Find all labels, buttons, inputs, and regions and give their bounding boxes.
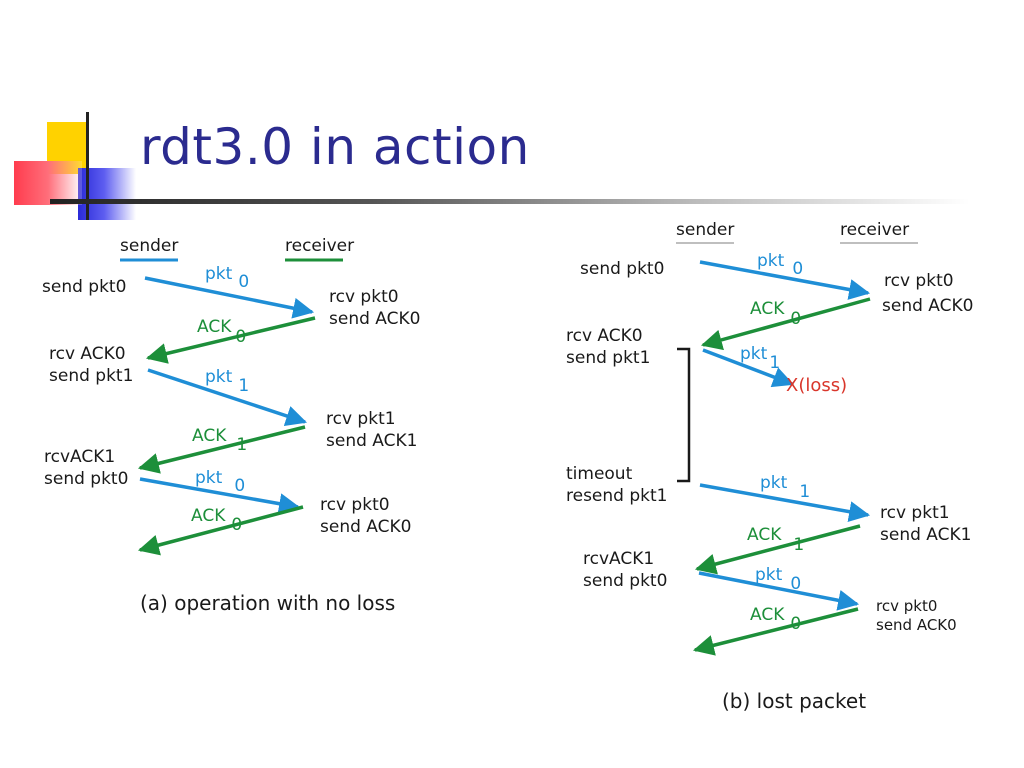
deco-vertical-line — [86, 112, 89, 220]
b-arrow-ack0 — [700, 297, 871, 351]
b-caption: (b) lost packet — [722, 689, 866, 713]
a-caption: (a) operation with no loss — [140, 591, 395, 615]
b-right-send-ack1: send ACK1 — [880, 525, 971, 545]
b-right-rcv-pkt0-2: rcv pkt0 — [876, 597, 937, 615]
a-right-rcv-pkt0-2: rcv pkt0 — [320, 495, 390, 515]
b-arrow-pkt0 — [699, 260, 871, 300]
a-right-send-ack1: send ACK1 — [326, 431, 417, 451]
a-right-send-ack0: send ACK0 — [329, 309, 420, 329]
b-left-send-pkt0-2: send pkt0 — [583, 571, 667, 591]
b-receiver-header: receiver — [840, 220, 909, 240]
b-arrow-ack0-2 — [692, 607, 859, 656]
a-left-rcv-ack0: rcv ACK0 — [49, 344, 126, 364]
a-sender-header: sender — [120, 236, 178, 256]
b-right-rcv-pkt0: rcv pkt0 — [884, 271, 954, 291]
b-left-send-pkt0: send pkt0 — [580, 259, 664, 279]
a-arrow-pkt0-2 — [139, 477, 301, 515]
b-arrow-pkt1-resend — [699, 483, 871, 523]
a-right-send-ack0-2: send ACK0 — [320, 517, 411, 537]
a-left-send-pkt0-2: send pkt0 — [44, 469, 128, 489]
a-left-send-pkt0: send pkt0 — [42, 277, 126, 297]
deco-red-square — [14, 161, 82, 205]
b-sender-header: sender — [676, 220, 734, 240]
a-arrow-ack0 — [145, 316, 316, 364]
a-arrow-ack0-2 — [137, 505, 304, 556]
b-left-rcv-ack0: rcv ACK0 — [566, 326, 643, 346]
b-arrow-pkt1-lost — [702, 348, 794, 388]
b-right-rcv-pkt1: rcv pkt1 — [880, 503, 950, 523]
a-arrow-pkt1 — [147, 368, 307, 427]
b-left-timeout: timeout — [566, 464, 633, 484]
a-right-rcv-pkt0: rcv pkt0 — [329, 287, 399, 307]
a-left-send-pkt1: send pkt1 — [49, 366, 133, 386]
a-left-rcvack1: rcvACK1 — [44, 447, 115, 467]
title-underline — [50, 199, 970, 204]
a-receiver-header: receiver — [285, 236, 354, 256]
slide-title: rdt3.0 in action — [140, 118, 530, 176]
b-left-send-pkt1: send pkt1 — [566, 348, 650, 368]
b-right-send-ack0: send ACK0 — [882, 296, 973, 316]
b-arrow-ack1 — [694, 524, 861, 575]
a-arrow-ack1 — [137, 425, 306, 474]
a-right-rcv-pkt1: rcv pkt1 — [326, 409, 396, 429]
b-left-rcvack1: rcvACK1 — [583, 549, 654, 569]
b-right-send-ack0-2: send ACK0 — [876, 616, 957, 634]
b-timeout-bracket — [677, 347, 691, 483]
a-arrow-pkt0 — [144, 276, 315, 319]
b-loss-label: X(loss) — [786, 375, 847, 396]
b-arrow-pkt0-2 — [698, 571, 860, 611]
b-left-resend-pkt1: resend pkt1 — [566, 486, 667, 506]
